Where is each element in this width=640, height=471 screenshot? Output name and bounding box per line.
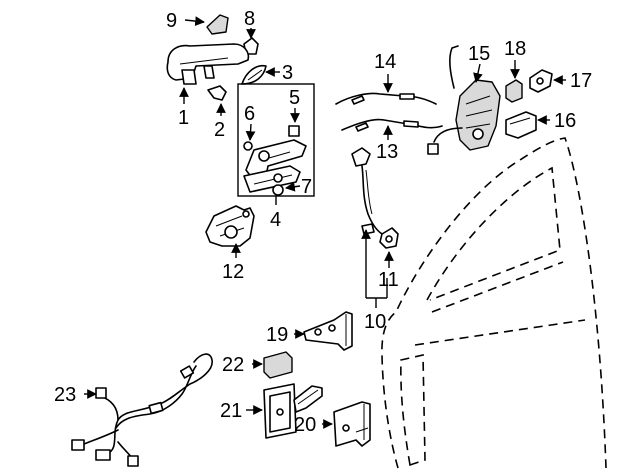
callout-2: 2 bbox=[214, 119, 225, 141]
part-11-lock-cylinder bbox=[379, 227, 399, 268]
callout-4: 4 bbox=[270, 209, 281, 231]
callout-18: 18 bbox=[504, 38, 526, 60]
part-4-inner-handle-assembly bbox=[237, 83, 315, 205]
callout-22: 22 bbox=[222, 354, 244, 376]
part-14-cable bbox=[335, 74, 437, 105]
callout-3: 3 bbox=[282, 62, 293, 84]
part-2-bracket bbox=[207, 85, 227, 116]
callout-21: 21 bbox=[220, 400, 242, 422]
callout-12: 12 bbox=[222, 261, 244, 283]
part-1-outer-handle bbox=[166, 43, 250, 104]
part-22-pad bbox=[252, 351, 293, 379]
callout-23: 23 bbox=[54, 384, 76, 406]
part-20-lower-hinge bbox=[322, 401, 371, 447]
part-18-bumper bbox=[505, 60, 523, 103]
callout-17: 17 bbox=[570, 70, 592, 92]
callout-1: 1 bbox=[178, 107, 189, 129]
part-12-inner-lock-body bbox=[205, 205, 255, 258]
part-23-wiring-harness bbox=[71, 353, 213, 467]
part-9-handle-cap bbox=[184, 14, 229, 35]
part-6-screw bbox=[243, 123, 256, 151]
part-13-cable bbox=[341, 118, 443, 140]
callout-13: 13 bbox=[376, 141, 398, 163]
callout-10: 10 bbox=[364, 311, 386, 333]
callout-11: 11 bbox=[378, 269, 399, 291]
callout-8: 8 bbox=[244, 8, 255, 30]
callout-7: 7 bbox=[301, 176, 312, 198]
callout-16: 16 bbox=[554, 110, 576, 132]
callout-14: 14 bbox=[374, 51, 396, 73]
callout-5: 5 bbox=[289, 87, 300, 109]
callout-19: 19 bbox=[266, 324, 288, 346]
part-17-striker bbox=[529, 69, 566, 93]
callout-labels: 1 2 3 4 5 6 7 8 9 10 11 12 13 14 15 16 1… bbox=[54, 8, 592, 436]
part-19-upper-hinge bbox=[294, 311, 353, 351]
callout-15: 15 bbox=[468, 43, 490, 65]
callout-20: 20 bbox=[294, 414, 316, 436]
callout-6: 6 bbox=[244, 103, 255, 125]
part-3-escutcheon bbox=[241, 64, 280, 85]
part-21-door-check bbox=[246, 383, 323, 439]
part-5-clip bbox=[288, 108, 300, 137]
callout-9: 9 bbox=[166, 10, 177, 32]
part-7-grommet bbox=[272, 181, 301, 196]
part-15-door-latch bbox=[427, 45, 501, 155]
front-door-outline bbox=[381, 137, 607, 469]
part-10-lock-cylinder-assembly bbox=[351, 147, 388, 308]
part-16-lock-actuator bbox=[505, 111, 550, 139]
